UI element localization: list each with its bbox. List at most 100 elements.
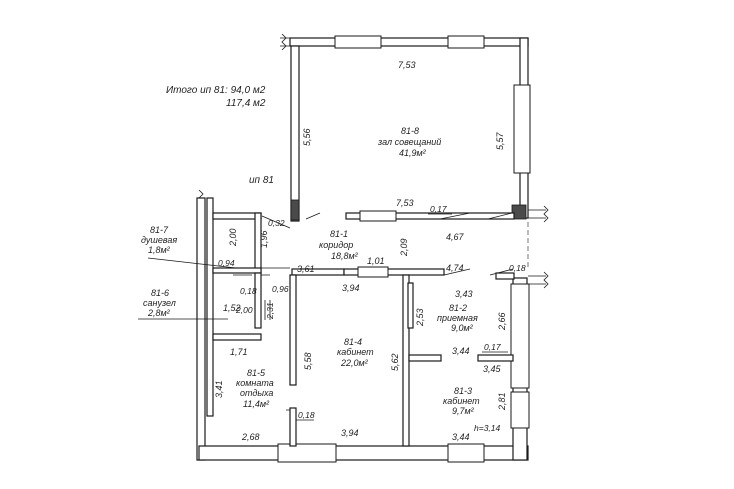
dim-196: 1,96 (259, 230, 269, 248)
window-right-1 (513, 84, 531, 174)
room-name-81-8: зал совещаний (377, 137, 441, 147)
room-name-81-4: кабинет (337, 347, 374, 357)
dim-556: 5,56 (302, 128, 312, 146)
window-top-1 (334, 35, 382, 49)
room-name-81-1: коридор (319, 240, 353, 250)
dim-200-a: 2,00 (228, 228, 238, 247)
dim-343: 3,43 (455, 289, 473, 299)
dim-344-a: 3,44 (452, 346, 470, 356)
dim-268: 2,68 (241, 432, 260, 442)
dim-032: 0,32 (268, 218, 285, 228)
wall-office4-stub (289, 407, 297, 447)
window-top-2 (447, 35, 485, 49)
dim-152: 1,52 (223, 303, 241, 313)
dim-018-c: 0,18 (298, 410, 315, 420)
room-code-81-7: 81-7 (150, 225, 169, 235)
room-code-81-5: 81-5 (247, 368, 266, 378)
dim-557: 5,57 (495, 131, 505, 150)
wall-reception-bottom (408, 354, 442, 362)
dim-253: 2,53 (415, 308, 425, 327)
room-name-81-2: приемная (437, 313, 478, 323)
room-code-81-4: 81-4 (344, 337, 362, 347)
dim-467: 4,67 (446, 232, 465, 242)
dim-231: 2,31 (265, 302, 275, 320)
room-name-81-3: кабинет (443, 396, 480, 406)
room-name-81-6: санузел (143, 298, 176, 308)
break-mark-right-1 (543, 205, 549, 223)
window-bottom-1 (277, 443, 337, 463)
room-area-81-8: 41,9м² (399, 148, 427, 158)
leader-81-7 (147, 257, 237, 269)
dim-017-top: 0,17 (430, 204, 447, 214)
total-area-label: Итого ип 81: 94,0 м2 (166, 85, 266, 96)
wall-left-outer (196, 197, 206, 461)
dim-753-mid: 7,53 (396, 198, 414, 208)
wall-hall-bottom (345, 212, 515, 220)
dim-394-b: 3,94 (341, 428, 359, 438)
break-mark-top (281, 33, 287, 51)
dim-101: 1,01 (367, 256, 385, 266)
room-area-81-4: 22,0м² (340, 358, 369, 368)
dim-474: 4,74 (446, 263, 464, 273)
dim-753-top: 7,53 (398, 60, 416, 70)
door-hall (359, 210, 397, 222)
door-swing-b (439, 212, 471, 220)
window-right-3 (510, 391, 530, 429)
room-area-81-2: 9,0м² (451, 323, 474, 333)
window-right-2 (510, 283, 530, 389)
column-hall-left (290, 199, 300, 221)
wall-shower-top (212, 212, 262, 220)
room-area-81-6: 2,8м² (147, 308, 171, 318)
dim-281: 2,81 (497, 392, 507, 411)
room-name2-81-5: отдыха (240, 388, 273, 398)
dim-344-b: 3,44 (452, 432, 470, 442)
dim-018-b: 0,18 (509, 263, 526, 273)
room-area-81-1: 18,8м² (331, 251, 359, 261)
wall-stub-right-2 (528, 275, 546, 285)
wall-corridor-bottom-c (495, 272, 515, 280)
room-code-81-2: 81-2 (449, 303, 467, 313)
wall-corridor-bottom-b (343, 268, 445, 276)
dim-171: 1,71 (230, 347, 248, 357)
room-code-81-8: 81-8 (401, 126, 419, 136)
wall-left-inner (206, 197, 214, 417)
dim-209: 2,09 (399, 238, 409, 257)
door-wc (264, 300, 271, 320)
dim-266: 2,66 (497, 312, 507, 331)
ceiling-height-label: h=3,14 (474, 423, 501, 433)
dim-341: 3,41 (214, 380, 224, 398)
wall-reception-left (407, 282, 414, 329)
dim-562: 5,62 (390, 353, 400, 371)
dim-200-b: 2,00 (235, 305, 253, 315)
room-code-81-6: 81-6 (151, 288, 169, 298)
dim-096: 0,96 (272, 284, 289, 294)
dim-558: 5,58 (303, 352, 313, 370)
window-bottom-2 (447, 443, 485, 463)
dim-361: 3,61 (297, 264, 315, 274)
door-shower (261, 267, 290, 276)
door-office-4 (357, 266, 389, 278)
wall-top (289, 37, 529, 47)
total-area-label-2: 117,4 м2 (226, 98, 266, 109)
wall-break-top (280, 37, 290, 47)
wall-office4-left (289, 274, 297, 386)
dim-394-a: 3,94 (342, 283, 360, 293)
wall-shower-bottom (212, 267, 262, 274)
column-right (511, 204, 527, 220)
room-area-81-7: 1,8м² (148, 245, 171, 255)
dim-345: 3,45 (483, 364, 502, 374)
door-swing-d (443, 268, 514, 276)
break-mark-left (198, 189, 204, 199)
wall-stub-right (528, 209, 546, 219)
room-area-81-3: 9,7м² (452, 406, 475, 416)
wall-reception-bottom-right (477, 354, 514, 362)
door-swing-c (487, 212, 513, 220)
room-name-81-7: душевая (141, 235, 177, 245)
room-code-81-3: 81-3 (454, 386, 472, 396)
unit-label: ип 81 (249, 175, 274, 186)
break-mark-right-2 (543, 271, 549, 289)
dim-018-a: 0,18 (240, 286, 257, 296)
door-swing-a (305, 212, 321, 220)
room-area-81-5: 11,4м² (243, 399, 270, 409)
